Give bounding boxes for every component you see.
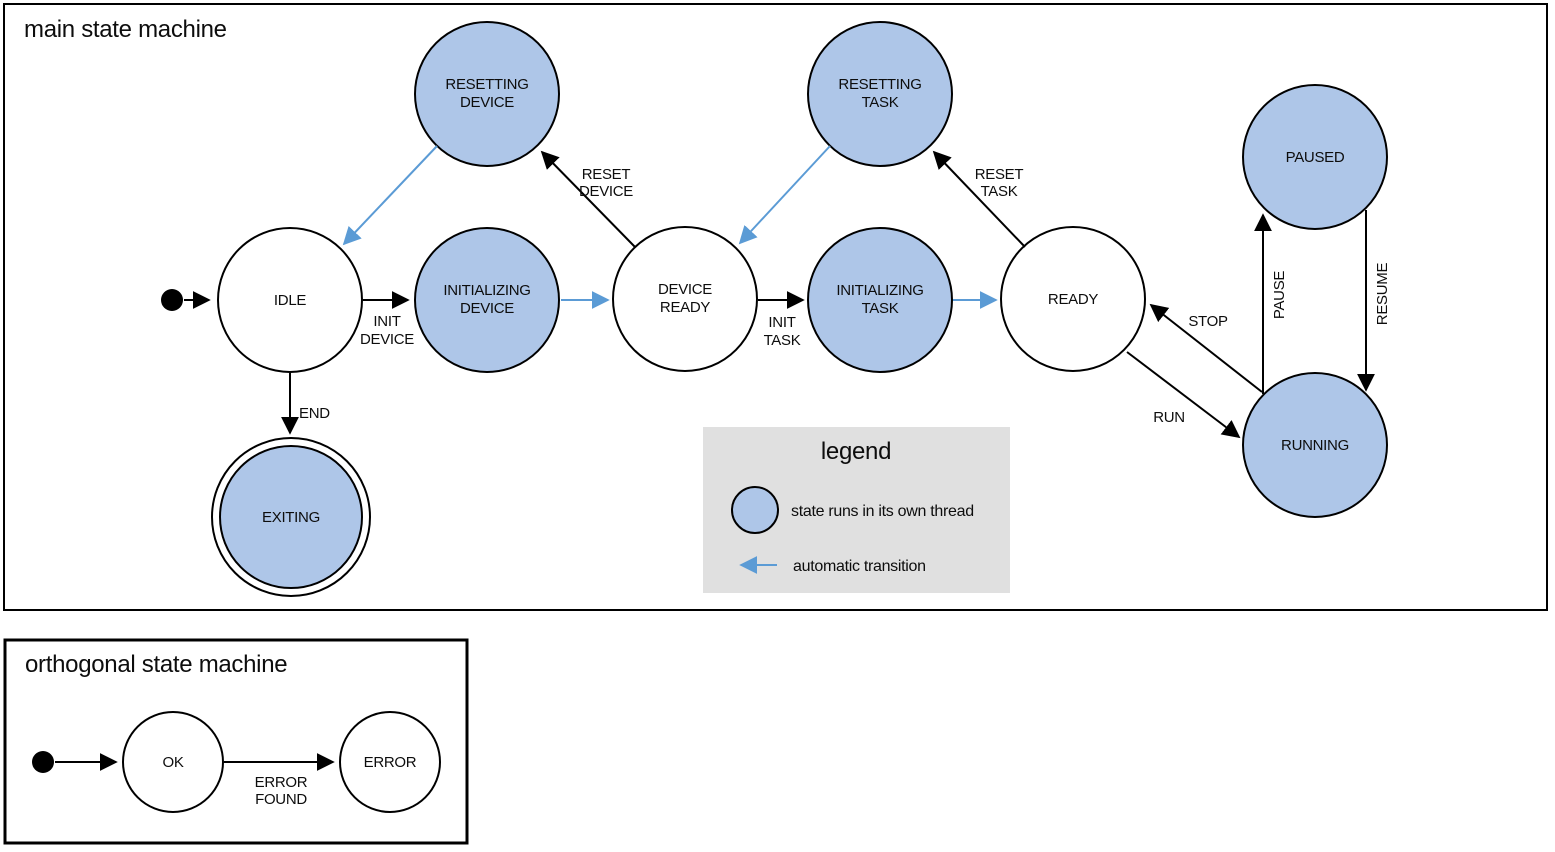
state-initializing-task: [807, 227, 953, 373]
initial-state-dot: [161, 289, 183, 311]
label-resume: RESUME: [1374, 263, 1391, 326]
label-error-found-1: ERROR: [255, 774, 308, 791]
state-ok: [122, 711, 224, 813]
state-device-ready: [612, 226, 758, 372]
orthogonal-state-machine: orthogonal state machine OK ERROR FOUND …: [3, 638, 469, 845]
state-ok-label: OK: [162, 754, 183, 771]
state-resetting-device: [414, 21, 560, 167]
label-init-task-2: TASK: [764, 332, 801, 349]
state-resetting-task-label-2: TASK: [862, 94, 899, 111]
edge-auto-resetdev-idle: [342, 145, 438, 246]
state-initializing-task-label-2: TASK: [862, 300, 899, 317]
main-title: main state machine: [24, 16, 227, 43]
state-exiting: [219, 445, 363, 589]
label-reset-device-2: DEVICE: [579, 183, 633, 200]
legend-title: legend: [821, 438, 891, 465]
state-initializing-device: [414, 227, 560, 373]
label-init-device-1: INIT: [373, 313, 400, 330]
label-error-found-2: FOUND: [255, 791, 307, 808]
state-initializing-device-label-2: DEVICE: [460, 300, 514, 317]
label-init-task-1: INIT: [768, 314, 795, 331]
edge-stop: [1149, 303, 1263, 393]
state-initializing-device-label-1: INITIALIZING: [443, 282, 530, 299]
state-device-ready-label-1: DEVICE: [658, 281, 712, 298]
legend-threaded-state-icon: [731, 486, 779, 534]
state-idle: [217, 227, 363, 373]
state-running-label: RUNNING: [1281, 437, 1349, 454]
state-error: [339, 711, 441, 813]
edge-reset-task: [932, 150, 1026, 248]
state-initializing-task-label-1: INITIALIZING: [836, 282, 923, 299]
edge-auto-resettask-deviceready: [738, 145, 831, 245]
state-resetting-device-label-1: RESETTING: [445, 76, 528, 93]
state-error-label: ERROR: [364, 754, 417, 771]
orthogonal-frame: [3, 638, 469, 845]
state-exiting-label: EXITING: [262, 509, 320, 526]
state-resetting-device-label-2: DEVICE: [460, 94, 514, 111]
state-device-ready-label-2: READY: [660, 299, 710, 316]
label-reset-task-1: RESET: [975, 166, 1024, 183]
legend: legend state runs in its own thread auto…: [703, 427, 1010, 593]
legend-automatic-label: automatic transition: [793, 558, 926, 575]
state-ready: [1000, 226, 1146, 372]
state-running: [1242, 372, 1388, 518]
edge-reset-device: [540, 150, 636, 248]
orthogonal-initial-state-dot: [32, 751, 54, 773]
label-end: END: [299, 405, 330, 422]
label-reset-task-2: TASK: [981, 183, 1018, 200]
state-resetting-task: [807, 21, 953, 167]
label-stop: STOP: [1188, 313, 1228, 330]
label-reset-device-1: RESET: [582, 166, 631, 183]
label-run: RUN: [1153, 409, 1185, 426]
edge-run: [1126, 351, 1241, 439]
state-ready-label: READY: [1048, 291, 1098, 308]
state-resetting-task-label-1: RESETTING: [838, 76, 921, 93]
label-init-device-2: DEVICE: [360, 331, 414, 348]
main-state-machine: main state machine IDLE INIT DEVICE INIT…: [3, 3, 1548, 611]
main-frame: [3, 3, 1548, 611]
legend-threaded-state-label: state runs in its own thread: [791, 503, 974, 520]
state-paused-label: PAUSED: [1286, 149, 1345, 166]
state-idle-label: IDLE: [274, 292, 306, 309]
orthogonal-title: orthogonal state machine: [25, 651, 287, 678]
label-pause: PAUSE: [1271, 271, 1288, 320]
state-paused: [1242, 84, 1388, 230]
